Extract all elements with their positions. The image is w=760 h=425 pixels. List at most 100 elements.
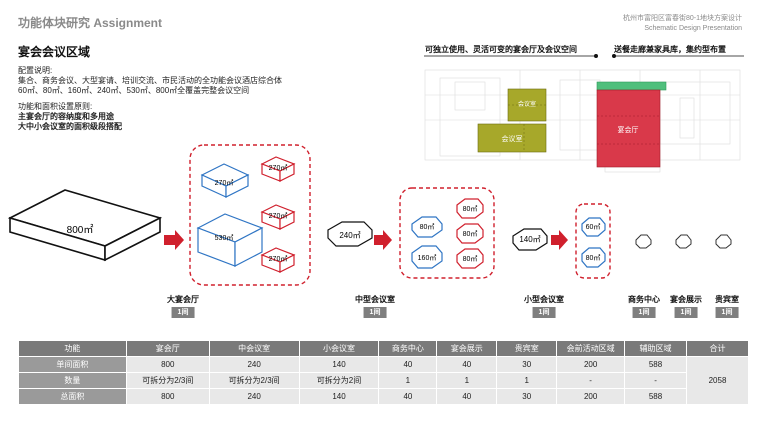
block-80-blue-small: 80㎡	[581, 247, 606, 268]
config-line1: 集合、商务会议、大型宴请、培训交流、市民活动的全功能会议酒店综合体	[18, 76, 282, 85]
block-240: 240㎡	[327, 221, 373, 247]
plan-meeting-label: 会议室	[502, 134, 523, 143]
group-badge-display: 1间	[674, 307, 698, 318]
block-80-red-1: 80㎡	[456, 198, 484, 219]
plan-caption-corridor: 送餐走廊兼家具库，集约型布置	[614, 45, 726, 54]
table-cell: 1	[378, 372, 438, 389]
table-row: 数量 可拆分为2/3间 可拆分为2/3间 可拆分为2间 1 1 1 - -	[18, 372, 749, 389]
group-badge-medium: 1间	[363, 307, 387, 318]
plan-banquet-hall	[596, 89, 661, 168]
block-160-blue: 160㎡	[411, 245, 443, 269]
config-label: 配置说明:	[18, 66, 53, 75]
table-cell: -	[556, 372, 626, 389]
medium-split-group	[399, 187, 495, 279]
plan-banquet-label: 宴会厅	[618, 125, 639, 134]
block-800-label: 800㎡	[67, 224, 94, 236]
group-badge-business: 1间	[632, 307, 656, 318]
col-header: 小会议室	[298, 340, 380, 357]
group-badge-banquet: 1间	[171, 307, 195, 318]
group-badge-small: 1间	[532, 307, 556, 318]
plan-meeting-small-label: 会议室	[518, 100, 536, 108]
table-row: 单间面积 800 240 140 40 40 30 200 588 2058	[18, 356, 750, 405]
block-530: 530㎡	[196, 213, 264, 267]
small-split-group	[575, 203, 611, 279]
block-270-red-1: 270㎡	[260, 156, 296, 182]
block-80-blue-small-label: 80㎡	[586, 254, 601, 262]
table-cell: 588	[624, 356, 687, 373]
config-line2: 60㎡、80㎡、160㎡、240㎡、530㎡、800㎡全覆盖完整会议空间	[18, 86, 250, 95]
table-cell: 40	[378, 356, 438, 373]
block-banquet-display	[675, 234, 692, 249]
block-270-red-3-label: 270㎡	[269, 255, 288, 263]
project-english-name: Schematic Design Presentation	[644, 25, 742, 32]
table-cell: 1	[496, 372, 558, 389]
total-cell: 2058	[685, 356, 750, 405]
table-cell: 200	[556, 356, 626, 373]
block-business-center	[635, 234, 652, 249]
block-270-red-1-label: 270㎡	[269, 164, 288, 172]
group-label-business: 商务中心	[628, 295, 660, 304]
block-80-red-2-label: 80㎡	[463, 230, 478, 238]
block-160-blue-label: 160㎡	[418, 254, 437, 262]
col-header: 中会议室	[208, 340, 300, 357]
block-270-blue-label: 270㎡	[215, 179, 234, 187]
plan-caption-flexible: 可独立使用、灵活可变的宴会厅及会议空间	[425, 45, 577, 54]
principle-line1: 主宴会厅的容纳度和多用途	[18, 112, 114, 121]
block-60-blue: 60㎡	[581, 217, 606, 237]
table-cell: 40	[436, 388, 498, 405]
group-label-banquet: 大宴会厅	[167, 295, 199, 304]
table-cell: 240	[208, 356, 300, 373]
block-80-blue-label: 80㎡	[420, 223, 435, 231]
block-80-blue: 80㎡	[411, 216, 443, 238]
col-header: 宴会展示	[436, 340, 498, 357]
group-label-vip: 贵宾室	[715, 295, 739, 304]
group-label-display: 宴会展示	[670, 295, 702, 304]
block-270-blue: 270㎡	[200, 163, 250, 198]
block-530-label: 530㎡	[215, 234, 234, 242]
table-cell: 30	[496, 388, 558, 405]
col-header: 商务中心	[378, 340, 438, 357]
principle-line2: 大中小会议室的面积级段搭配	[18, 122, 122, 131]
group-label-small: 小型会议室	[524, 295, 564, 304]
table-header-row: 功能 宴会厅 中会议室 小会议室 商务中心 宴会展示 贵宾室 会前活动区域 辅助…	[18, 340, 750, 357]
row-header: 数量	[18, 372, 127, 389]
block-270-red-2-label: 270㎡	[269, 212, 288, 220]
page-header-title: 功能体块研究 Assignment	[18, 16, 163, 30]
table-row: 总面积 800 240 140 40 40 30 200 588	[18, 388, 749, 405]
col-header: 宴会厅	[125, 340, 210, 357]
table-cell: 1	[436, 372, 498, 389]
row-header: 单间面积	[18, 356, 127, 373]
block-80-red-2: 80㎡	[456, 223, 484, 244]
col-header: 贵宾室	[496, 340, 558, 357]
project-subtitle: 杭州市富阳区富春街80-1地块方案设计 Schematic Design Pre…	[623, 14, 742, 34]
table-cell: 800	[125, 356, 210, 373]
plan-meeting-room	[477, 123, 547, 153]
block-140-label: 140㎡	[519, 235, 540, 244]
block-80-red-3-label: 80㎡	[463, 255, 478, 263]
col-header: 合计	[685, 340, 750, 357]
table-cell: 30	[496, 356, 558, 373]
row-header: 总面积	[18, 388, 127, 405]
plan-corridor	[596, 81, 667, 91]
table-cell: 可拆分为2/3间	[208, 372, 300, 389]
block-80-red-1-label: 80㎡	[463, 205, 478, 213]
arrow-to-small-split	[551, 230, 568, 250]
col-header: 辅助区域	[624, 340, 687, 357]
block-270-red-3: 270㎡	[260, 247, 296, 273]
table-cell: 可拆分为2间	[298, 372, 380, 389]
caption-dot-right	[612, 54, 616, 58]
arrow-to-banquet-split	[164, 230, 184, 250]
block-800: 800㎡	[7, 189, 163, 262]
table-cell: 140	[298, 356, 380, 373]
floor-plan	[424, 69, 741, 173]
arrow-to-medium-split	[374, 230, 392, 250]
group-label-medium: 中型会议室	[355, 295, 395, 304]
caption-dot-left	[594, 54, 598, 58]
block-270-red-2: 270㎡	[260, 204, 296, 230]
project-name: 杭州市富阳区富春街80-1地块方案设计	[622, 15, 742, 22]
group-badge-vip: 1间	[715, 307, 739, 318]
table-cell: 可拆分为2/3间	[125, 372, 210, 389]
block-240-label: 240㎡	[339, 231, 360, 240]
banquet-split-group	[189, 144, 311, 286]
